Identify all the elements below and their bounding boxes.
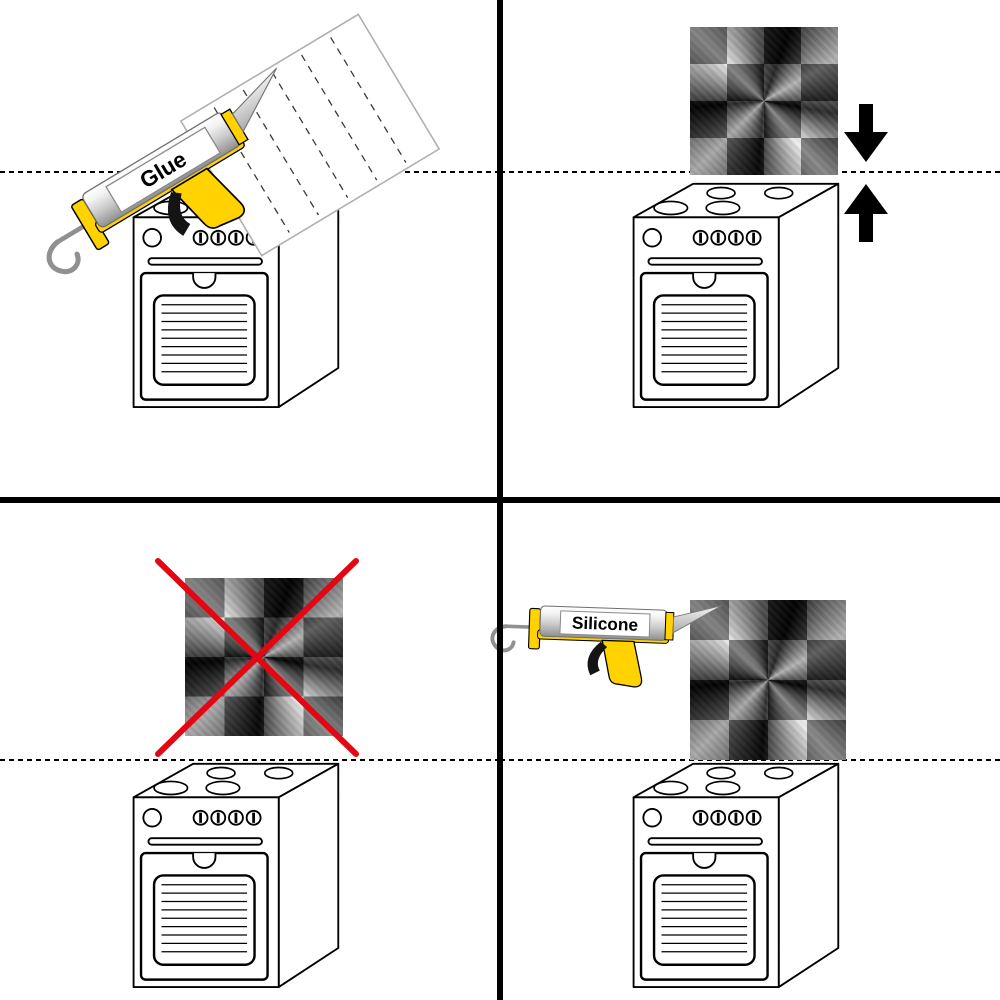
stove-illustration xyxy=(632,182,840,409)
metal-splashback-panel xyxy=(185,578,343,736)
compression-arrows-icon xyxy=(844,104,888,242)
wall-level-dashed-line xyxy=(0,759,500,761)
prohibition-cross-icon xyxy=(155,558,359,757)
metal-splashback-panel xyxy=(690,600,846,760)
gun-label-bg xyxy=(105,126,222,214)
stove-illustration xyxy=(632,762,840,989)
press-down-arrow-icon xyxy=(844,104,888,162)
metal-splashback-panel xyxy=(690,27,838,175)
quadrant-bottom-right: Silicone xyxy=(488,500,1000,1000)
gun-label: Silicone xyxy=(572,613,639,635)
paper-template-panel xyxy=(179,12,441,257)
quadrant-top-right xyxy=(500,0,1000,500)
glue-caulk-gun: Glue xyxy=(10,51,345,329)
quadrant-top-left: Glue xyxy=(0,0,500,500)
gun-label-bg xyxy=(559,610,651,638)
wall-level-dashed-line xyxy=(500,759,1000,761)
press-up-arrow-icon xyxy=(844,184,888,242)
silicone-caulk-gun: Silicone xyxy=(485,585,726,701)
stove-illustration xyxy=(132,762,340,989)
paper-dashed-lines xyxy=(213,37,407,233)
quadrant-bottom-left xyxy=(0,500,500,1000)
divider-horizontal xyxy=(0,497,1000,503)
